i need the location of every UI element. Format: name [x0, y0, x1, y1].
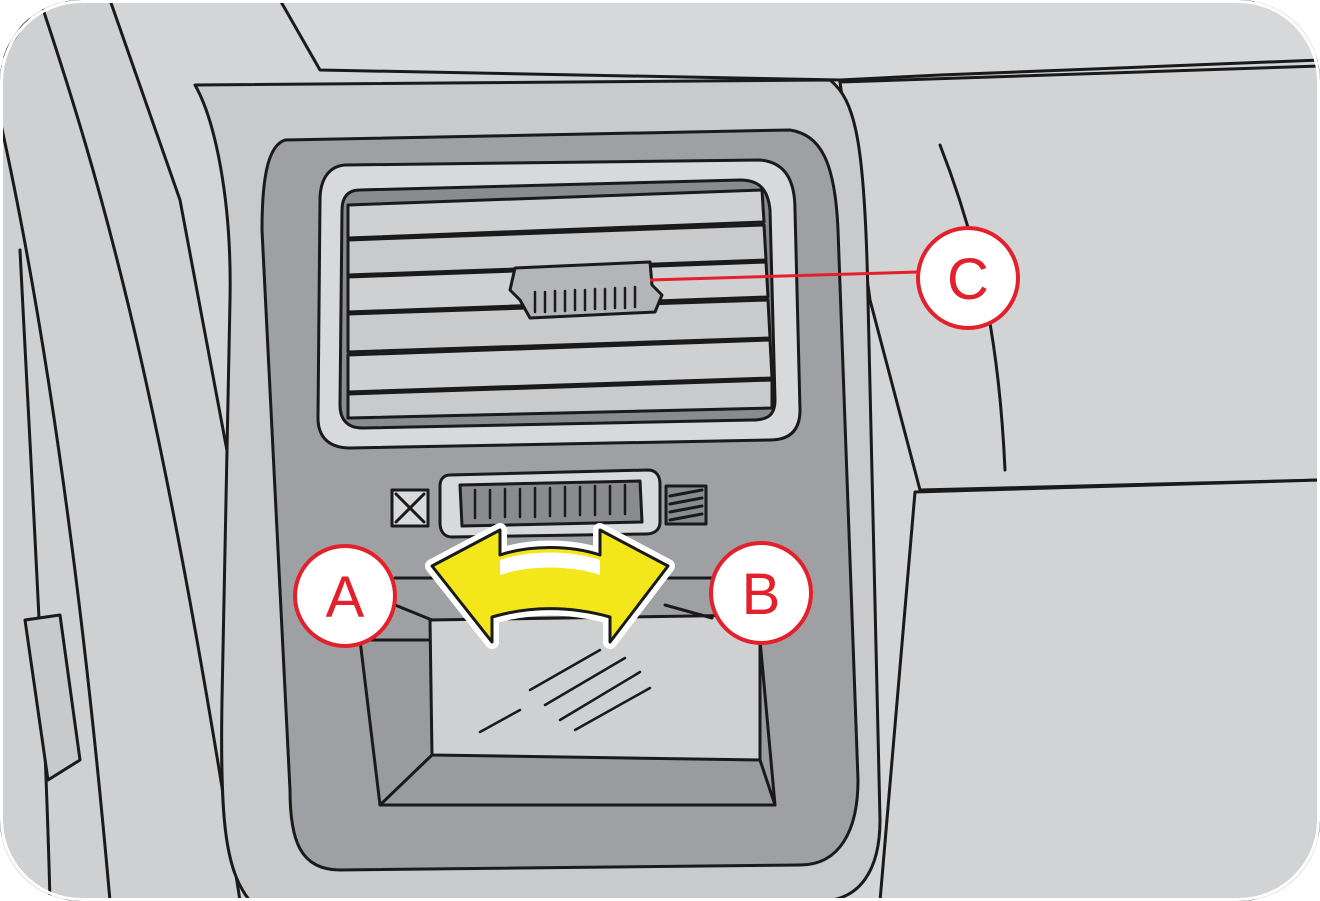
- vent-slat-1: [346, 188, 766, 240]
- callout-c: C: [916, 226, 1020, 330]
- fan-max-icon: [664, 484, 708, 526]
- vent-slat-6: [346, 378, 774, 420]
- dashboard-right-panel: [838, 64, 1320, 492]
- dashboard-top: [278, 0, 1320, 82]
- pillar-edge: [38, 0, 242, 901]
- door-handle-recess: [23, 613, 82, 782]
- leader-line-c: [649, 270, 919, 282]
- dashboard-lower-right: [878, 478, 1320, 901]
- glass-reflection: [478, 648, 652, 734]
- callout-b-label: B: [742, 562, 781, 627]
- vent-tab-ridges: [533, 285, 637, 314]
- pillar-edge-2: [0, 118, 112, 901]
- pillar-edge-3: [18, 248, 52, 901]
- thumbwheel-ridges: [473, 483, 627, 520]
- leader-lines: [393, 576, 714, 622]
- callout-b: B: [709, 541, 813, 645]
- callout-c-label: C: [947, 247, 989, 312]
- vent-slat-5: [346, 338, 774, 394]
- fan-off-icon: [390, 488, 430, 528]
- callout-a-label: A: [326, 565, 365, 630]
- double-headed-curved-arrow: [425, 523, 675, 649]
- pocket-edge-2: [758, 758, 777, 807]
- pocket-edge: [378, 753, 434, 807]
- vent-slat-2: [346, 223, 768, 277]
- callout-a: A: [293, 544, 397, 648]
